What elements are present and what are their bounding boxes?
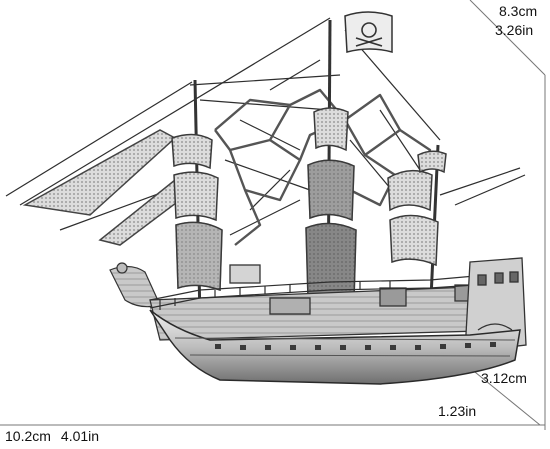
main-sails xyxy=(305,107,357,302)
height-cm-label: 8.3cm xyxy=(499,3,538,19)
deck xyxy=(149,264,521,341)
length-in-label: 4.01in xyxy=(60,428,100,444)
fore-sails xyxy=(171,133,223,292)
gun-ports xyxy=(215,342,496,350)
depth-in-label: 1.23in xyxy=(438,403,477,419)
railings xyxy=(149,271,521,310)
mizzen-sails xyxy=(387,150,447,267)
length-cm-label: 10.2cm xyxy=(5,428,51,444)
length-label: 10.2cm 4.01in xyxy=(5,428,99,444)
rigging xyxy=(5,17,526,236)
dimension-lines xyxy=(0,0,546,430)
pirate-flag xyxy=(344,11,393,53)
hull xyxy=(149,309,521,385)
stern-castle xyxy=(464,257,527,353)
depth-cm-label: 3.12cm xyxy=(481,370,527,386)
height-in-label: 3.26in xyxy=(495,22,534,38)
